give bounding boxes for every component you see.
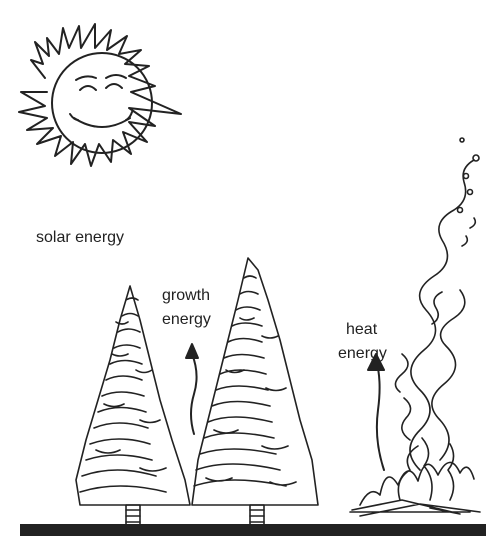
arrow-up-icon (367, 353, 385, 471)
heat-arrow-head (367, 353, 385, 371)
growth-label: growth (162, 287, 211, 304)
heat-energy-label: energy (338, 345, 387, 362)
sun-left-eye (79, 85, 97, 91)
left-tree-texture (79, 297, 167, 493)
tree-icon (191, 257, 319, 526)
solar-energy-label: solar energy (36, 229, 125, 246)
fire-flames (359, 437, 475, 506)
right-tree-texture (193, 275, 297, 487)
right-tree-outline (191, 257, 319, 506)
sun-disc (51, 52, 153, 154)
sun-cheek-left (69, 113, 79, 121)
fire-icon (349, 437, 481, 517)
sun-rays (18, 23, 182, 167)
smoke-swirl-3 (394, 291, 443, 441)
ground (20, 524, 486, 536)
sun-icon (18, 23, 182, 167)
fire-logs (349, 499, 481, 517)
growth-arrow-shaft (190, 353, 198, 435)
sun-right-brow (105, 74, 127, 79)
smoke-swirl-1 (409, 159, 475, 471)
heat-arrow-shaft (375, 359, 385, 471)
growth-energy-label: energy (162, 311, 211, 328)
sun-right-eye (105, 83, 123, 89)
tree-icon (75, 285, 191, 526)
arrow-up-icon (185, 343, 199, 435)
smoke-icon (394, 137, 480, 471)
sun-cheek-right (125, 111, 133, 121)
sun-left-brow (75, 75, 97, 81)
smoke-swirl-2 (431, 289, 466, 461)
growth-arrow-head (185, 343, 199, 359)
heat-label: heat (346, 321, 378, 338)
sun-smile (73, 117, 131, 128)
